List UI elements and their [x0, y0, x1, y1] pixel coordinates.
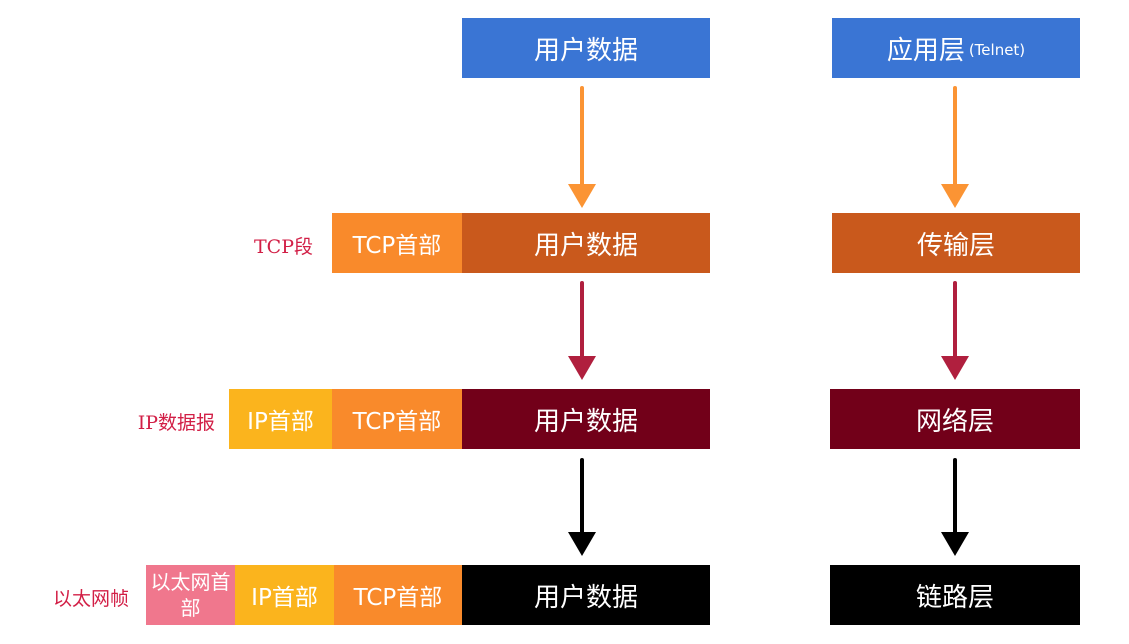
ethernet-frame-label: 以太网帧	[52, 588, 129, 610]
ip-header-row3: IP首部	[229, 389, 332, 449]
tcp-header-row3-label: TCP首部	[352, 409, 442, 435]
tcp-header-row2: TCP首部	[332, 213, 462, 273]
arrow-app-to-transport-right	[941, 86, 969, 208]
user-data-row2-label: 用户数据	[533, 230, 638, 261]
arrow-transport-to-network-left	[568, 281, 596, 380]
link-layer-box: 链路层	[830, 565, 1080, 625]
network-layer-label: 网络层	[915, 406, 994, 437]
tcp-header-row3: TCP首部	[332, 389, 462, 449]
transport-layer-label: 传输层	[916, 230, 995, 261]
user-data-app-label: 用户数据	[533, 35, 638, 66]
arrow-app-to-transport-left	[568, 86, 596, 208]
ip-header-row4: IP首部	[235, 565, 334, 625]
ip-header-row3-label: IP首部	[247, 409, 314, 435]
tcp-header-row4-label: TCP首部	[353, 585, 443, 611]
application-protocol-label: (Telnet)	[968, 41, 1026, 59]
user-data-app-box: 用户数据	[462, 18, 710, 78]
ethernet-header-row4-label: 以太网首部	[150, 570, 231, 620]
tcp-segment-label: TCP段	[254, 236, 313, 258]
application-layer-box: 应用层 (Telnet)	[832, 18, 1080, 78]
arrow-transport-to-network-right	[941, 281, 969, 380]
tcp-header-row2-label: TCP首部	[352, 233, 442, 259]
ethernet-header-row4: 以太网首部	[146, 565, 235, 625]
ip-datagram-label: IP数据报	[137, 412, 215, 434]
user-data-row3: 用户数据	[462, 389, 710, 449]
user-data-row4-label: 用户数据	[533, 582, 638, 613]
user-data-row2: 用户数据	[462, 213, 710, 273]
user-data-row3-label: 用户数据	[533, 406, 638, 437]
link-layer-label: 链路层	[915, 582, 994, 613]
user-data-row4: 用户数据	[462, 565, 710, 625]
transport-layer-box: 传输层	[832, 213, 1080, 273]
arrow-network-to-link-left	[568, 458, 596, 556]
arrow-network-to-link-right	[941, 458, 969, 556]
application-layer-label: 应用层	[886, 35, 965, 66]
network-layer-box: 网络层	[830, 389, 1080, 449]
tcp-header-row4: TCP首部	[334, 565, 462, 625]
ip-header-row4-label: IP首部	[251, 585, 318, 611]
